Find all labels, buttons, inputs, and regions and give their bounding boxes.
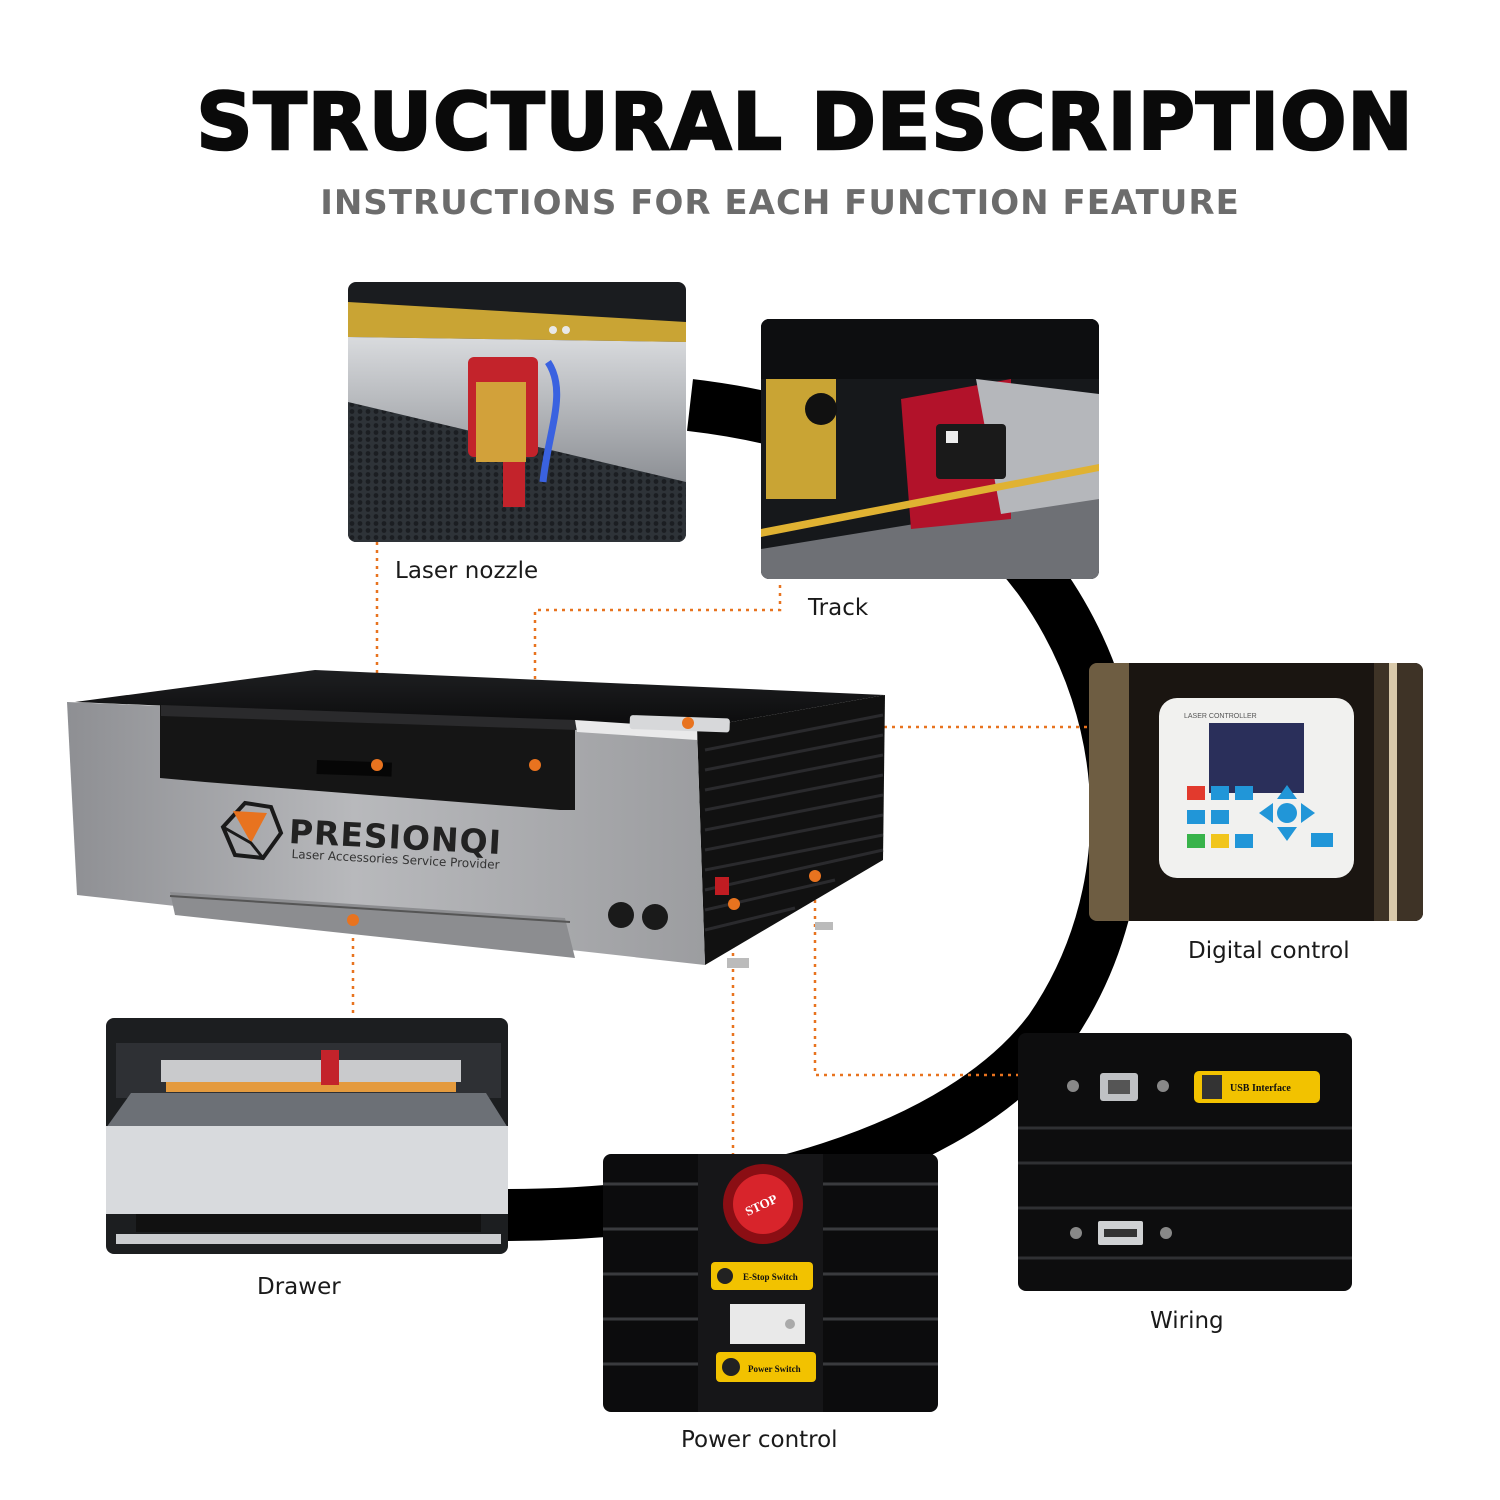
power-switch-label: Power Switch [748,1364,801,1374]
usb-interface-label: USB Interface [1230,1083,1291,1094]
brand-logo [220,800,284,861]
laser-nozzle-photo [348,282,686,542]
controller-keypad [1187,785,1333,848]
laser-machine [67,670,885,968]
page-subtitle: INSTRUCTIONS FOR EACH FUNCTION FEATURE [320,183,1240,223]
page-title: STRUCTURAL DESCRIPTION [195,77,1414,170]
caption-power-control: Power control [681,1427,838,1453]
side-vents [704,713,884,932]
controller-header: LASER CONTROLLER [1184,713,1257,720]
marker-wiring [809,870,821,882]
front-button-right [642,904,668,930]
marker-laser-nozzle [371,759,383,771]
leader-wiring [813,876,1035,1077]
front-button-left [608,902,634,928]
power-control-photo: STOP E-Stop Switch Power Switch [603,1154,938,1412]
track-photo [761,319,1099,579]
marker-digital-control [682,717,694,729]
wiring-photo: USB Interface [1018,1033,1352,1291]
marker-drawer [347,914,359,926]
marker-track [529,759,541,771]
marker-power-control [728,898,740,910]
caption-digital-control: Digital control [1188,938,1350,964]
caption-drawer: Drawer [257,1274,341,1300]
leader-lines [351,510,1093,1235]
caption-laser-nozzle: Laser nozzle [395,558,539,584]
drawer-photo [106,1018,508,1254]
digital-control-photo: LASER CONTROLLER [1089,663,1423,921]
caption-wiring: Wiring [1150,1308,1224,1334]
caption-track: Track [808,595,869,621]
e-stop-label: E-Stop Switch [743,1272,798,1282]
